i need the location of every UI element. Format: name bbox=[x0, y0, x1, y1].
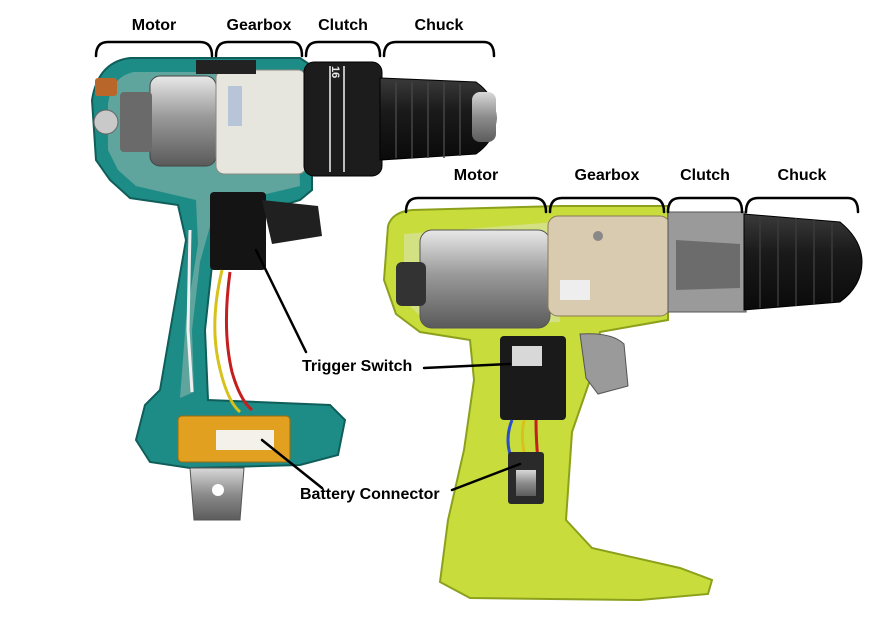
label-right-chuck: Chuck bbox=[777, 167, 827, 184]
label-left-motor: Motor bbox=[131, 17, 177, 34]
left-trigger-switch bbox=[210, 192, 266, 270]
label-right-motor: Motor bbox=[453, 167, 499, 184]
left-motor bbox=[149, 75, 217, 167]
leader-lines bbox=[254, 248, 522, 492]
bracket-left-motor bbox=[94, 40, 214, 58]
callout-battery-connector: Battery Connector bbox=[300, 486, 440, 503]
callout-trigger-switch: Trigger Switch bbox=[302, 358, 413, 375]
right-motor bbox=[419, 229, 551, 329]
label-left-clutch: Clutch bbox=[318, 17, 368, 34]
leader-trigger-right bbox=[422, 362, 512, 370]
bracket-right-motor bbox=[404, 196, 548, 214]
leader-battery-right bbox=[450, 462, 522, 492]
bracket-right-clutch bbox=[666, 196, 744, 214]
bracket-right-chuck bbox=[744, 196, 860, 214]
left-clutch-number: 16 bbox=[329, 66, 341, 79]
bracket-left-chuck bbox=[382, 40, 496, 58]
right-chuck bbox=[743, 213, 863, 311]
bracket-left-clutch bbox=[304, 40, 382, 58]
label-right-clutch: Clutch bbox=[680, 167, 730, 184]
label-left-gearbox: Gearbox bbox=[226, 17, 292, 34]
leader-trigger-left bbox=[254, 248, 308, 354]
section-brackets bbox=[94, 40, 860, 214]
right-gearbox bbox=[547, 215, 671, 317]
label-left-chuck: Chuck bbox=[414, 17, 464, 34]
bracket-left-gearbox bbox=[214, 40, 304, 58]
right-drill bbox=[382, 205, 863, 602]
left-drill bbox=[90, 57, 497, 521]
label-right-gearbox: Gearbox bbox=[574, 167, 640, 184]
bracket-right-gearbox bbox=[548, 196, 666, 214]
leader-battery-left bbox=[260, 438, 324, 490]
